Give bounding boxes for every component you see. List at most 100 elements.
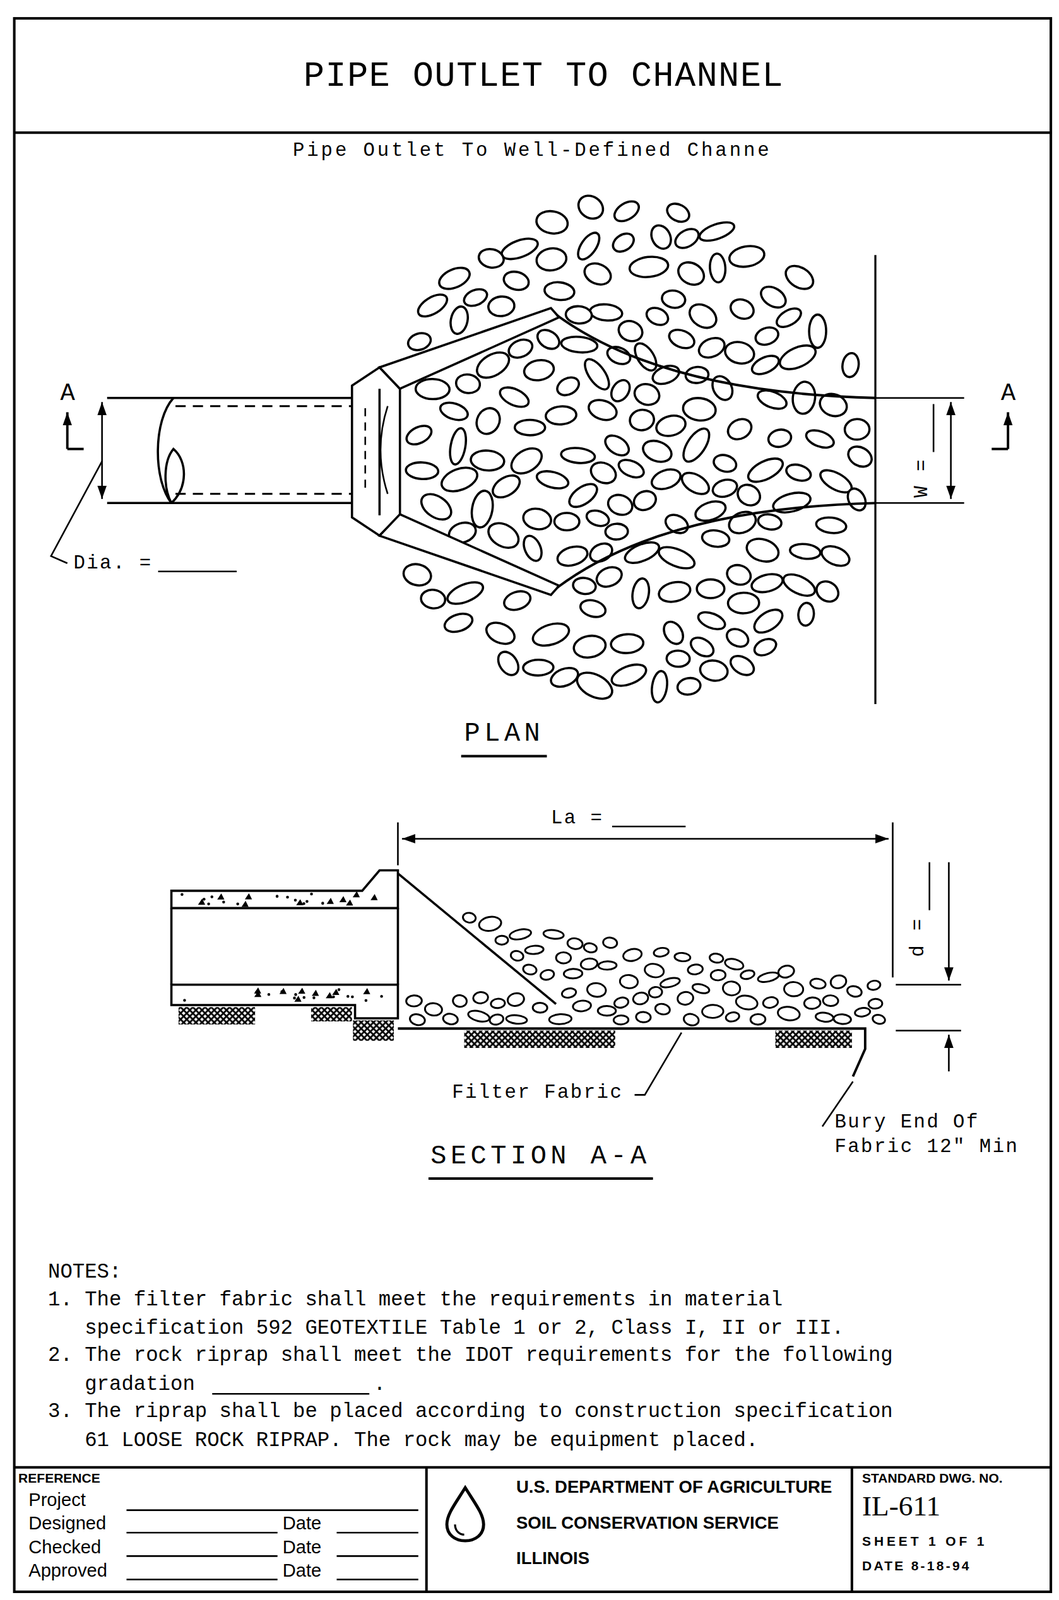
riprap-rock bbox=[663, 200, 693, 226]
sheet-frame bbox=[14, 18, 1051, 1593]
title-block-text: Approved bbox=[28, 1560, 108, 1582]
riprap-rock bbox=[766, 427, 793, 450]
riprap-rock bbox=[804, 997, 822, 1010]
concrete-aggregate bbox=[350, 995, 355, 1000]
riprap-rock bbox=[727, 243, 767, 270]
riprap-rock bbox=[781, 261, 818, 294]
riprap-rock bbox=[635, 1011, 651, 1024]
section-cut-marker bbox=[991, 448, 1008, 451]
riprap-rock bbox=[656, 579, 693, 606]
riprap-rock bbox=[687, 963, 704, 976]
riprap-rock bbox=[472, 991, 489, 1005]
riprap-rock bbox=[744, 535, 782, 566]
concrete-aggregate bbox=[183, 999, 187, 1003]
riprap-rock bbox=[566, 937, 584, 951]
concrete-aggregate bbox=[309, 893, 314, 897]
dimension-label: W = bbox=[910, 457, 935, 498]
pipe-section bbox=[171, 870, 557, 1020]
punctuation: . bbox=[373, 1370, 386, 1398]
riprap-rock bbox=[660, 289, 687, 310]
leader-line bbox=[634, 1033, 682, 1096]
riprap-rock bbox=[489, 470, 524, 502]
riprap-rock bbox=[613, 1015, 629, 1025]
title-block-text: Designed bbox=[28, 1513, 107, 1535]
pipe-section bbox=[396, 908, 400, 985]
riprap-rock bbox=[682, 1012, 700, 1028]
riprap-rock bbox=[405, 911, 887, 1027]
sheet-frame bbox=[425, 1467, 428, 1593]
riprap-rock bbox=[436, 263, 473, 294]
concrete-aggregate bbox=[279, 988, 287, 995]
bedding-hatch bbox=[775, 1030, 852, 1048]
fill-in-blank bbox=[126, 1532, 418, 1535]
concrete-aggregate bbox=[370, 894, 378, 901]
wingwall bbox=[379, 307, 560, 595]
riprap-rock bbox=[647, 222, 675, 252]
riprap-rock bbox=[419, 588, 447, 611]
riprap-rock bbox=[724, 415, 755, 444]
dimension-line bbox=[895, 985, 961, 1032]
riprap-rock bbox=[708, 952, 724, 964]
riprap-rock bbox=[725, 1011, 741, 1024]
riprap-rock bbox=[455, 372, 482, 396]
title-block-text: Date bbox=[282, 1537, 322, 1559]
concrete-aggregate bbox=[241, 901, 249, 908]
riprap-rock bbox=[468, 489, 496, 529]
title-block-text: SHEET 1 OF 1 bbox=[862, 1534, 988, 1551]
riprap-rock bbox=[509, 949, 525, 962]
riprap-rock bbox=[543, 280, 575, 302]
concrete-aggregate bbox=[244, 893, 252, 900]
riprap-rock bbox=[868, 999, 883, 1010]
riprap-rock bbox=[610, 197, 643, 226]
filter-fabric bbox=[397, 1028, 865, 1077]
riprap-rock bbox=[587, 458, 620, 488]
riprap-rock bbox=[472, 404, 505, 439]
title-block-text: DATE 8-18-94 bbox=[862, 1559, 972, 1575]
riprap-rock bbox=[490, 998, 506, 1010]
riprap-rock bbox=[631, 487, 659, 514]
concrete-aggregate bbox=[210, 895, 214, 899]
section-cut-marker bbox=[66, 412, 69, 449]
riprap-rock bbox=[615, 456, 647, 481]
pipe-section bbox=[397, 873, 557, 1005]
title-block-text: REFERENCE bbox=[18, 1471, 101, 1487]
section-cut-marker bbox=[67, 412, 1009, 449]
riprap-rock bbox=[773, 304, 805, 332]
riprap-rock bbox=[532, 1002, 548, 1013]
riprap-rock bbox=[521, 963, 538, 976]
concrete-aggregate bbox=[275, 894, 279, 899]
riprap-rock bbox=[685, 299, 721, 334]
riprap-rock bbox=[514, 419, 546, 436]
riprap-rock bbox=[752, 324, 781, 348]
riprap-rock bbox=[572, 633, 608, 661]
riprap-rock bbox=[477, 246, 506, 270]
dimension-line bbox=[947, 862, 950, 982]
view-title: PLAN bbox=[464, 718, 545, 750]
dimension-line bbox=[402, 838, 889, 841]
dimension-line bbox=[932, 403, 935, 452]
riprap-rock bbox=[499, 234, 541, 264]
riprap-rock bbox=[846, 985, 864, 1000]
riprap-rock bbox=[790, 380, 817, 416]
riprap-rock bbox=[542, 928, 564, 940]
sheet-frame bbox=[850, 1467, 854, 1593]
riprap-rock bbox=[572, 1000, 592, 1013]
riprap-rock bbox=[442, 1012, 459, 1026]
drawing-title: PIPE OUTLET TO CHANNEL bbox=[303, 55, 784, 98]
riprap-rock bbox=[833, 1014, 852, 1025]
riprap-rock bbox=[573, 667, 617, 705]
section-cut-marker bbox=[1006, 412, 1010, 449]
agency-logo bbox=[446, 1488, 484, 1542]
riprap-rock bbox=[709, 253, 727, 283]
riprap-rock bbox=[522, 357, 556, 383]
riprap-rock bbox=[797, 602, 815, 627]
riprap-rock bbox=[622, 947, 644, 964]
riprap-rock bbox=[727, 651, 758, 680]
riprap-rock bbox=[628, 254, 670, 280]
riprap-rock bbox=[545, 405, 577, 426]
riprap-rock bbox=[708, 372, 737, 404]
riprap-rock bbox=[844, 443, 875, 471]
title-underline bbox=[428, 1177, 654, 1181]
channel-edge bbox=[557, 315, 876, 399]
concrete-aggregate bbox=[312, 996, 316, 1000]
